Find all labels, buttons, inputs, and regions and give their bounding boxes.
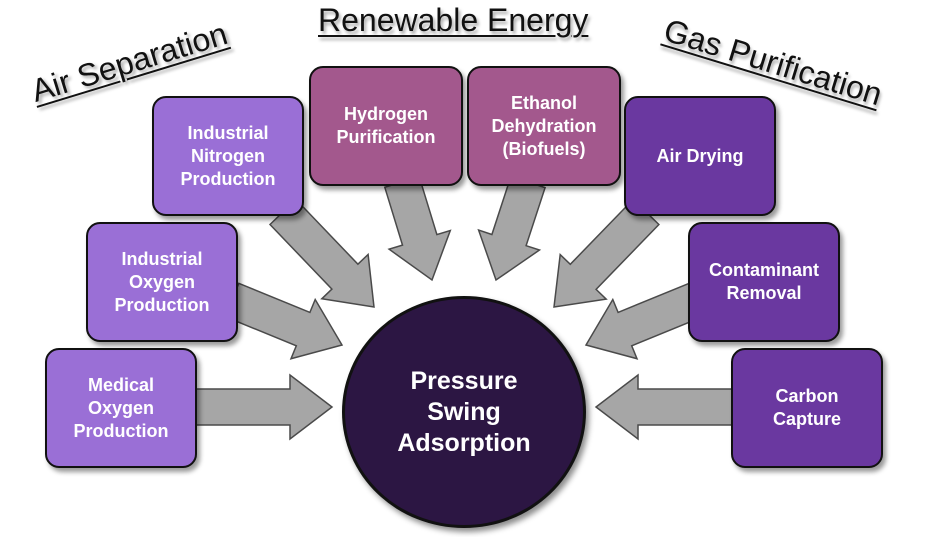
center-pressure-swing-adsorption: Pressure Swing Adsorption <box>342 296 586 528</box>
arrow-contaminant-removal <box>584 282 704 360</box>
arrow-air-drying <box>553 198 660 308</box>
box-industrial-nitrogen-production: Industrial Nitrogen Production <box>152 96 304 216</box>
arrow-industrial-nitrogen <box>268 198 375 308</box>
arrow-medical-oxygen <box>189 373 334 441</box>
box-hydrogen-purification: Hydrogen Purification <box>309 66 463 186</box>
box-medical-oxygen-production: Medical Oxygen Production <box>45 348 197 468</box>
category-renewable-energy: Renewable Energy <box>318 2 589 38</box>
arrow-ethanol-dehydration <box>477 175 547 282</box>
box-contaminant-removal: Contaminant Removal <box>688 222 840 342</box>
box-air-drying: Air Drying <box>624 96 776 216</box>
arrow-industrial-oxygen <box>224 282 344 360</box>
arrow-carbon-capture <box>594 373 739 441</box>
box-ethanol-dehydration: Ethanol Dehydration (Biofuels) <box>467 66 621 186</box>
arrow-hydrogen-purification <box>383 175 452 282</box>
box-carbon-capture: Carbon Capture <box>731 348 883 468</box>
box-industrial-oxygen-production: Industrial Oxygen Production <box>86 222 238 342</box>
